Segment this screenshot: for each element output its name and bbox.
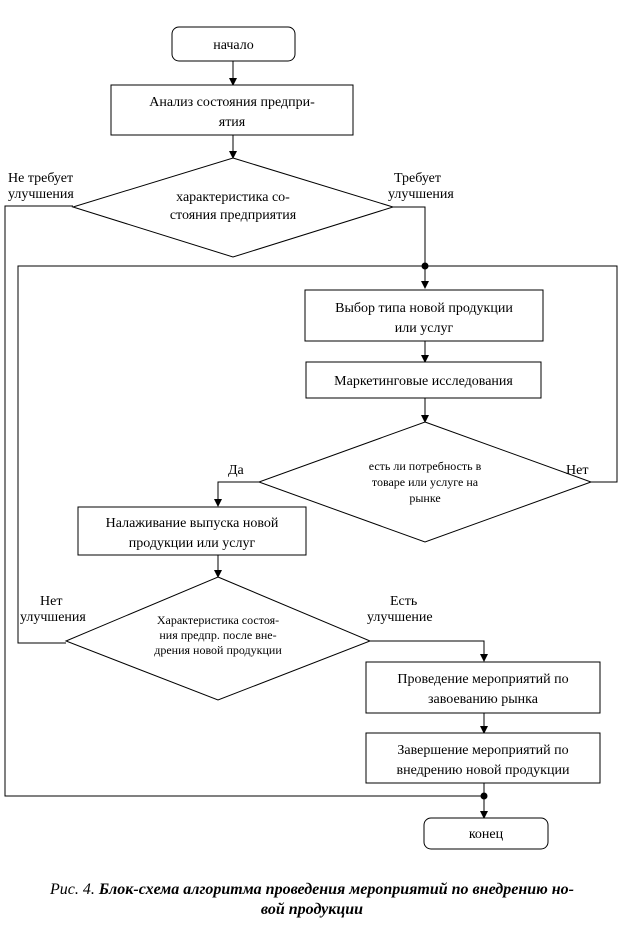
decision1-node: характеристика со- стояния предприятия (71, 157, 395, 258)
edge-decision2-no-loop (17, 265, 618, 644)
analysis-label-line2: ятия (219, 115, 246, 130)
launch-label-line1: Налаживание выпуска новой (106, 516, 279, 531)
end-node: конец (423, 817, 549, 850)
label-no: Нет (566, 463, 588, 478)
marketing-node: Маркетинговые исследования (305, 361, 542, 399)
label-required-line1: Требует (394, 171, 441, 186)
analysis-node: Анализ состояния предпри- ятия (110, 84, 354, 136)
connectors (4, 61, 618, 819)
caption-title-line2: вой продукции (260, 901, 364, 918)
edge-decision1-left (4, 205, 484, 797)
decision3-label-line3: дрения новой продукции (154, 643, 282, 657)
edge-decision3-improve (370, 640, 488, 662)
launch-label-line2: продукции или услуг (129, 536, 256, 551)
decision1-label-line1: характеристика со- (176, 190, 290, 205)
junction-dot-top (421, 262, 429, 270)
label-no-improvement-line1: Нет (40, 594, 62, 609)
complete-node: Завершение мероприятий по внедрению ново… (365, 732, 601, 784)
label-has-improvement-line2: улучшение (367, 610, 433, 625)
complete-label-line2: внедрению новой продукции (397, 763, 570, 778)
decision3-label-line1: Характеристика состоя- (157, 613, 279, 627)
marketing-label: Маркетинговые исследования (334, 374, 513, 389)
decision2-label-line3: рынке (409, 491, 440, 505)
complete-label-line1: Завершение мероприятий по (397, 743, 568, 758)
edge-decision2-yes (214, 481, 259, 507)
decision1-label-line2: стояния предприятия (170, 208, 297, 223)
choose-type-label-line2: или услуг (395, 321, 454, 336)
decision2-label-line2: товаре или услуге на (372, 475, 479, 489)
conquer-node: Проведение мероприятий по завоеванию рын… (365, 661, 601, 714)
choose-type-label-line1: Выбор типа новой продукции (335, 301, 513, 316)
conquer-label-line1: Проведение мероприятий по (397, 672, 568, 687)
choose-type-node: Выбор типа новой продукции или услуг (304, 289, 544, 342)
decision2-label-line1: есть ли потребность в (369, 459, 482, 473)
start-node: начало (171, 26, 296, 62)
caption-fig-number: Рис. 4. (50, 881, 95, 898)
label-not-required-line2: улучшения (8, 187, 74, 202)
figure-caption: Рис. 4. Блок-схема алгоритма проведения … (0, 880, 624, 920)
conquer-label-line2: завоеванию рынка (428, 692, 539, 707)
label-no-improvement-line2: улучшения (20, 610, 86, 625)
junction-dot-bottom (480, 792, 488, 800)
edge-labels: Не требует улучшения Требует улучшения Д… (8, 171, 588, 625)
label-yes: Да (228, 463, 245, 478)
launch-node: Налаживание выпуска новой продукции или … (77, 506, 307, 556)
analysis-label-line1: Анализ состояния предпри- (149, 95, 315, 110)
decision3-node: Характеристика состоя- ния предпр. после… (64, 576, 372, 701)
caption-title-line1: Блок-схема алгоритма проведения мероприя… (98, 881, 574, 898)
start-label: начало (213, 38, 254, 53)
flowchart: начало Анализ состояния предпри- ятия ха… (4, 26, 618, 850)
edge-decision1-choose (393, 206, 429, 289)
label-not-required-line1: Не требует (8, 171, 73, 186)
decision3-label-line2: ния предпр. после вне- (159, 628, 276, 642)
label-required-line2: улучшения (388, 187, 454, 202)
end-label: конец (469, 827, 504, 842)
decision2-node: есть ли потребность в товаре или услуге … (257, 421, 593, 543)
label-has-improvement-line1: Есть (390, 594, 417, 609)
